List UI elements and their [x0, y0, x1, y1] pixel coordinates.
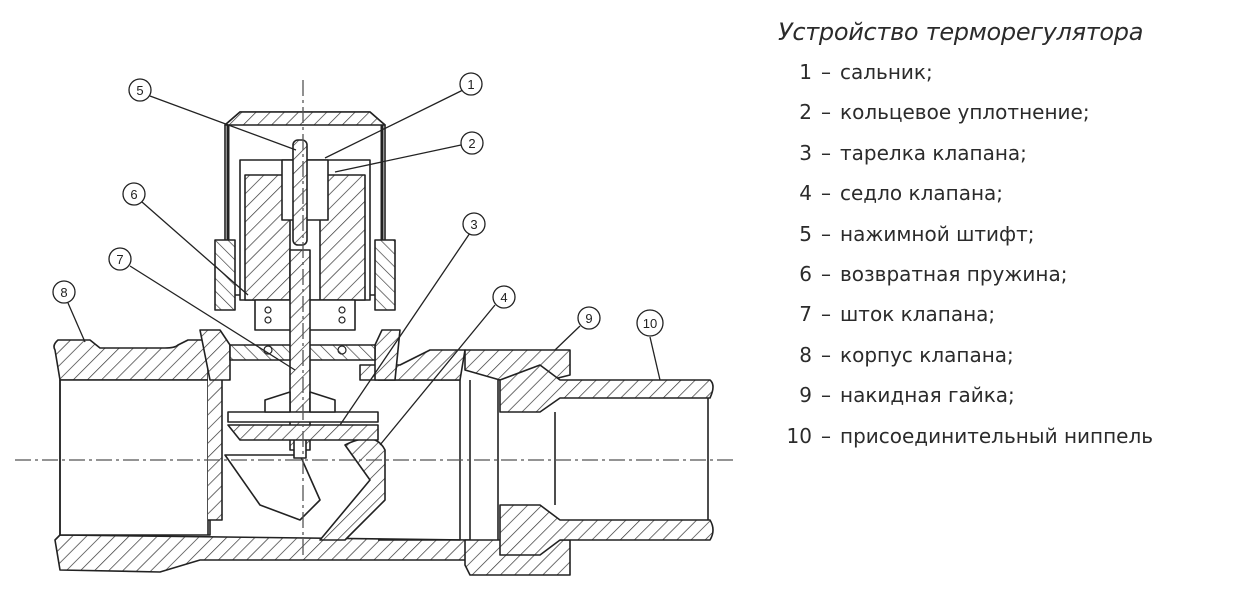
legend-item-number: 6 — [799, 261, 812, 286]
legend-separator: – — [821, 221, 831, 246]
callout-4: 4 — [379, 285, 516, 446]
callout-10: 10 — [636, 309, 664, 381]
svg-text:8: 8 — [60, 285, 67, 300]
legend-item-label: тарелка клапана; — [840, 140, 1027, 165]
legend-item: 2–кольцевое уплотнение; — [778, 100, 1228, 140]
callout-5: 5 — [128, 78, 297, 151]
legend-list: 1–сальник; 2–кольцевое уплотнение; 3–тар… — [778, 60, 1228, 464]
valve-body — [53, 339, 471, 573]
connecting-nipple — [499, 364, 714, 556]
legend-item-number: 7 — [799, 302, 812, 327]
legend-item: 8–корпус клапана; — [778, 343, 1228, 383]
callout-3: 3 — [339, 212, 486, 426]
legend-title: Устройство терморегулятора — [778, 18, 1144, 46]
valve-cross-section-drawing: 1 2 3 4 5 6 7 — [15, 72, 735, 576]
legend-item-label: присоединительный ниппель — [840, 423, 1154, 448]
callouts: 1 2 3 4 5 6 7 — [52, 72, 664, 446]
svg-text:4: 4 — [500, 290, 507, 305]
legend-item-number: 4 — [799, 181, 812, 206]
legend: Устройство терморегулятора 1–сальник; 2–… — [778, 18, 1228, 464]
legend-item-label: кольцевое уплотнение; — [840, 100, 1090, 125]
legend-item: 6–возвратная пружина; — [778, 262, 1228, 302]
callout-8: 8 — [52, 280, 86, 343]
legend-item: 1–сальник; — [778, 60, 1228, 100]
legend-item: 7–шток клапана; — [778, 302, 1228, 342]
legend-item-number: 10 — [786, 423, 812, 448]
center-lines — [15, 80, 735, 555]
legend-item: 5–нажимной штифт; — [778, 222, 1228, 262]
legend-separator: – — [821, 261, 831, 286]
callout-2: 2 — [334, 131, 484, 173]
legend-item: 10–присоединительный ниппель — [778, 424, 1228, 464]
legend-separator: – — [821, 181, 831, 206]
legend-separator: – — [821, 423, 831, 448]
legend-item: 9–накидная гайка; — [778, 383, 1228, 423]
svg-text:6: 6 — [130, 187, 137, 202]
legend-item-number: 2 — [799, 100, 812, 125]
bonnet-flange — [199, 329, 401, 381]
svg-text:7: 7 — [116, 252, 123, 267]
legend-separator: – — [821, 60, 831, 84]
svg-text:2: 2 — [468, 136, 475, 151]
callout-9: 9 — [554, 306, 601, 351]
legend-item-label: шток клапана; — [840, 302, 996, 327]
svg-text:9: 9 — [585, 311, 592, 326]
svg-text:5: 5 — [136, 83, 143, 98]
legend-separator: – — [821, 302, 831, 327]
legend-item-label: накидная гайка; — [840, 383, 1015, 408]
legend-item-number: 3 — [799, 140, 812, 165]
legend-separator: – — [821, 342, 831, 367]
legend-item-number: 9 — [799, 383, 812, 408]
legend-item: 3–тарелка клапана; — [778, 141, 1228, 181]
callout-1: 1 — [324, 72, 483, 159]
svg-text:1: 1 — [467, 77, 474, 92]
callout-6: 6 — [122, 182, 249, 296]
svg-text:10: 10 — [643, 316, 657, 331]
legend-item-label: возвратная пружина; — [840, 261, 1068, 286]
callout-7: 7 — [108, 247, 296, 371]
svg-text:3: 3 — [470, 217, 477, 232]
legend-separator: – — [821, 383, 831, 408]
legend-item-label: сальник; — [840, 60, 933, 84]
legend-item-number: 1 — [799, 60, 812, 84]
legend-item-number: 5 — [799, 221, 812, 246]
legend-item-label: корпус клапана; — [840, 342, 1014, 367]
valve-stem — [289, 139, 311, 459]
legend-item-label: седло клапана; — [840, 181, 1004, 206]
legend-item-label: нажимной штифт; — [840, 221, 1035, 246]
legend-separator: – — [821, 100, 831, 125]
legend-separator: – — [821, 140, 831, 165]
legend-item-number: 8 — [799, 342, 812, 367]
legend-item: 4–седло клапана; — [778, 181, 1228, 221]
